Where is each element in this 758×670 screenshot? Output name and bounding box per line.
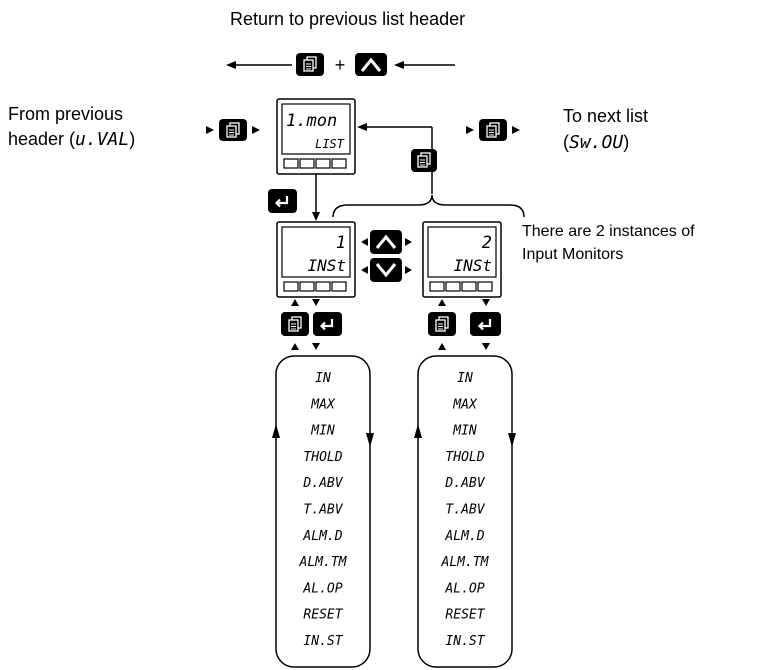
parameter-item: IN.ST [445, 634, 485, 649]
return-arrow-right [394, 61, 455, 69]
page-key-icon[interactable] [296, 53, 324, 76]
instance-2-top: 2 [482, 233, 492, 253]
loop-back-line [357, 123, 433, 151]
instances-bracket [332, 194, 525, 218]
instance-1-bottom: INSt [307, 256, 346, 275]
instance-1-top: 1 [336, 233, 346, 253]
parameter-item: D.ABV [444, 476, 485, 491]
parameter-item: T.ABV [445, 503, 485, 518]
from-previous-label: From previous [8, 104, 124, 124]
nav-arrow-up [291, 343, 299, 350]
nav-arrow-down [482, 343, 490, 350]
nav-arrow-up [438, 299, 446, 306]
parameter-item: IN.ST [303, 634, 343, 649]
list-display-bottom: LIST [315, 137, 345, 151]
scroll-key-icon[interactable] [470, 312, 501, 336]
loop-2-down-arrow [508, 433, 516, 447]
parameter-item: RESET [303, 608, 343, 623]
parameter-item: D.ABV [302, 476, 343, 491]
nav-arrow-up [291, 299, 299, 306]
from-header-code: u.VAL [75, 129, 130, 150]
list-display: 1.mon LIST [276, 98, 356, 175]
page-key-icon[interactable] [281, 312, 309, 336]
nav-arrow-down [312, 299, 320, 306]
to-arrow-1 [466, 126, 474, 134]
page-key-icon[interactable] [219, 119, 247, 141]
nav-arrow-down [312, 343, 320, 350]
list-to-instance-arrowhead [312, 212, 320, 221]
nav-arrow-up [438, 343, 446, 350]
parameter-list-2: IN MAX MIN THOLD D.ABV T.ABV ALM.D ALM.TM AL.OP R… [441, 371, 490, 649]
from-previous-header-line: header (u.VAL) [8, 128, 135, 151]
parameter-item: ALM.D [444, 529, 484, 544]
return-caption: Return to previous list header [230, 9, 466, 29]
instances-note-line2: Input Monitors [522, 246, 624, 263]
parameter-item: MAX [310, 397, 336, 412]
instance-up-arrow-left [361, 238, 368, 246]
parameter-item: MAX [452, 397, 478, 412]
up-arrow-key-icon[interactable] [370, 230, 402, 254]
loop-2-up-arrow [414, 424, 422, 438]
parameter-loop-2 [417, 355, 513, 668]
list-display-top: 1.mon [286, 111, 337, 131]
instance-down-arrow-right [405, 266, 412, 274]
instance-2-bottom: INSt [453, 256, 492, 275]
parameter-item: MIN [452, 424, 477, 439]
parameter-list-1: IN MAX MIN THOLD D.ABV T.ABV ALM.D ALM.TM AL.OP R… [299, 371, 348, 649]
from-suffix: ) [129, 129, 136, 149]
from-prefix: header ( [8, 129, 76, 149]
parameter-item: ALM.D [302, 529, 342, 544]
instances-note-line1: There are 2 instances of [522, 223, 695, 240]
to-prefix: ( [563, 132, 569, 152]
instance-up-arrow-right [405, 238, 412, 246]
to-next-code: Sw.OU [569, 132, 624, 153]
to-next-list-label: To next list [563, 106, 649, 126]
scroll-key-icon[interactable] [313, 312, 342, 336]
parameter-item: ALM.TM [299, 555, 348, 570]
parameter-item: ALM.TM [441, 555, 490, 570]
page-key-icon[interactable] [479, 119, 507, 141]
loop-1-down-arrow [366, 433, 374, 447]
parameter-item: IN [315, 371, 331, 386]
parameter-item: T.ABV [303, 503, 343, 518]
instance-display-2: 2 INSt [422, 221, 502, 298]
parameter-item: MIN [310, 424, 335, 439]
parameter-item: AL.OP [444, 581, 484, 596]
up-arrow-key-icon[interactable] [355, 53, 387, 76]
to-arrow-2 [512, 126, 520, 134]
to-next-list-line: (Sw.OU) [563, 131, 629, 154]
loop-1-up-arrow [272, 424, 280, 438]
nav-arrow-down [482, 299, 490, 306]
parameter-item: AL.OP [302, 581, 342, 596]
parameter-item: THOLD [303, 450, 342, 465]
from-arrow-1 [206, 126, 214, 134]
plus-sign: + [335, 55, 346, 75]
parameter-item: RESET [445, 608, 485, 623]
scroll-key-icon[interactable] [268, 189, 297, 213]
return-arrow-left [226, 61, 292, 69]
parameter-loop-1 [275, 355, 371, 668]
page-key-icon[interactable] [428, 312, 456, 336]
from-arrow-2 [252, 126, 260, 134]
down-arrow-key-icon[interactable] [370, 258, 402, 282]
page-key-icon[interactable] [411, 149, 437, 172]
parameter-item: THOLD [445, 450, 484, 465]
parameter-item: IN [457, 371, 473, 386]
to-suffix: ) [623, 132, 630, 152]
instance-display-1: 1 INSt [276, 221, 356, 298]
instance-down-arrow-left [361, 266, 368, 274]
